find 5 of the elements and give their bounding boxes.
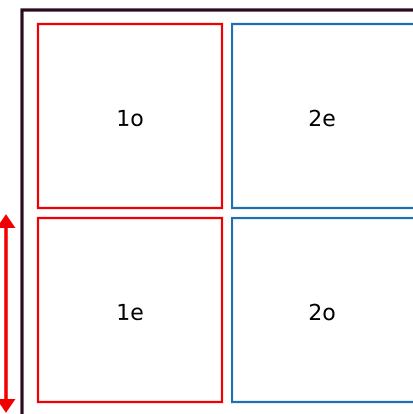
labeled-box: 1e [36, 216, 224, 404]
labeled-box: 2o [230, 216, 413, 404]
labeled-box: 1o [36, 22, 224, 210]
labeled-box: 2e [230, 22, 413, 210]
frame-box [20, 8, 413, 414]
